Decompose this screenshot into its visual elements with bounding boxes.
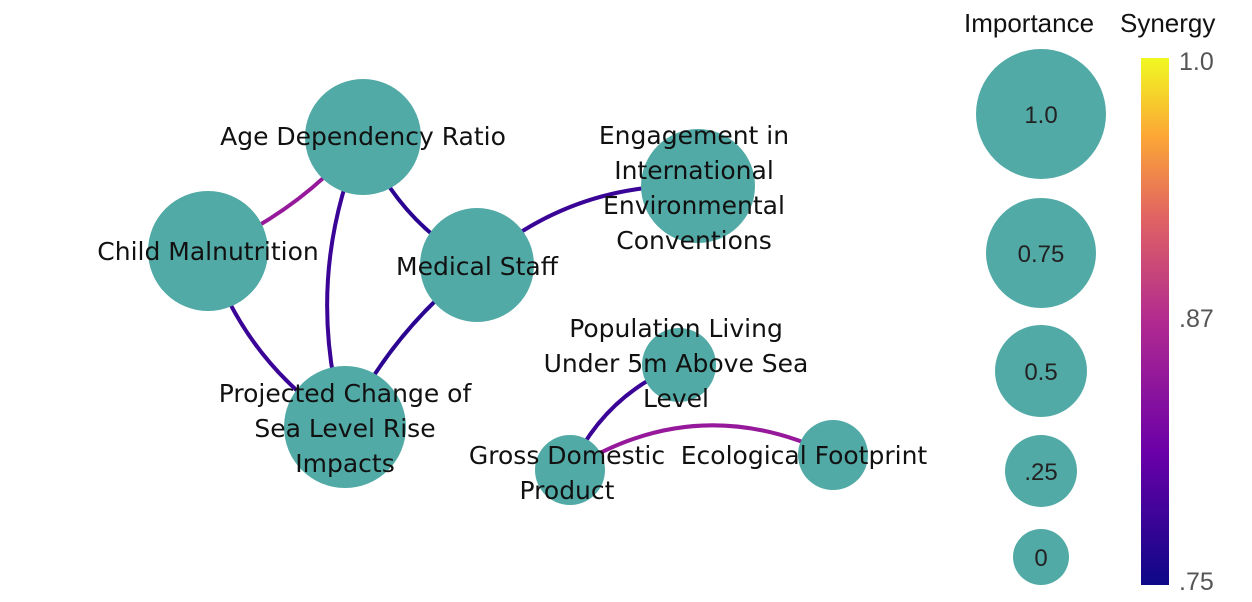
node-child[interactable] xyxy=(148,191,268,311)
node-label-line: Product xyxy=(520,476,615,505)
size-legend-circle xyxy=(1013,529,1069,585)
size-legend-label: 0.5 xyxy=(1024,359,1057,386)
node-label-line: Conventions xyxy=(616,226,772,255)
legend: Importance Synergy 1.0 0.75 0.5 .25 0 1.0 .87… xyxy=(964,8,1215,596)
colorbar-tick-label: .75 xyxy=(1179,568,1214,596)
node-label-line: Under 5m Above Sea xyxy=(544,349,809,378)
node-label-medical: Medical Staff xyxy=(396,252,559,281)
node-label-line: Medical Staff xyxy=(396,252,559,281)
node-label-line: Level xyxy=(643,384,709,413)
size-legend-label: 1.0 xyxy=(1024,102,1057,129)
node-ecological[interactable] xyxy=(798,420,868,490)
size-legend: 1.0 0.75 0.5 .25 0 xyxy=(976,49,1106,585)
colorbar-ticks: 1.0 .87 .75 xyxy=(1179,48,1214,596)
node-engagement[interactable] xyxy=(641,129,755,243)
size-legend-circle xyxy=(995,325,1087,417)
node-label-line: Child Malnutrition xyxy=(97,237,318,266)
node-label-ecological: Ecological Footprint xyxy=(681,441,928,470)
colorbar xyxy=(1141,58,1169,585)
node-population[interactable] xyxy=(642,328,716,402)
node-label-line: Gross Domestic xyxy=(469,441,665,470)
edge-gdp-ecological xyxy=(568,423,834,472)
nodes-layer xyxy=(148,79,868,505)
node-label-child: Child Malnutrition xyxy=(97,237,318,266)
node-age[interactable] xyxy=(305,79,421,195)
node-label-line: Population Living xyxy=(569,314,783,343)
size-legend-label: .25 xyxy=(1024,459,1057,486)
size-legend-label: 0.75 xyxy=(1018,241,1065,268)
size-legend-circle xyxy=(1005,435,1077,507)
colorbar-tick-label: 1.0 xyxy=(1179,48,1214,76)
color-legend-title: Synergy xyxy=(1120,8,1215,38)
node-label-line: Sea Level Rise xyxy=(254,414,435,443)
node-label-line: Projected Change of xyxy=(219,379,473,408)
size-legend-circle xyxy=(986,198,1096,308)
node-label-age: Age Dependency Ratio xyxy=(220,122,506,151)
size-legend-title: Importance xyxy=(964,8,1094,38)
size-legend-circle xyxy=(976,49,1106,179)
node-label-line: Impacts xyxy=(295,449,395,478)
node-label-line: Age Dependency Ratio xyxy=(220,122,506,151)
node-gdp[interactable] xyxy=(535,435,605,505)
node-projected[interactable] xyxy=(284,366,406,488)
node-label-line: Environmental xyxy=(603,191,785,220)
size-legend-label: 0 xyxy=(1034,545,1047,572)
node-label-line: Engagement in xyxy=(599,121,789,150)
node-medical[interactable] xyxy=(420,208,534,322)
colorbar-tick-label: .87 xyxy=(1179,305,1214,333)
node-label-line: Ecological Footprint xyxy=(681,441,928,470)
node-label-line: International xyxy=(614,156,774,185)
